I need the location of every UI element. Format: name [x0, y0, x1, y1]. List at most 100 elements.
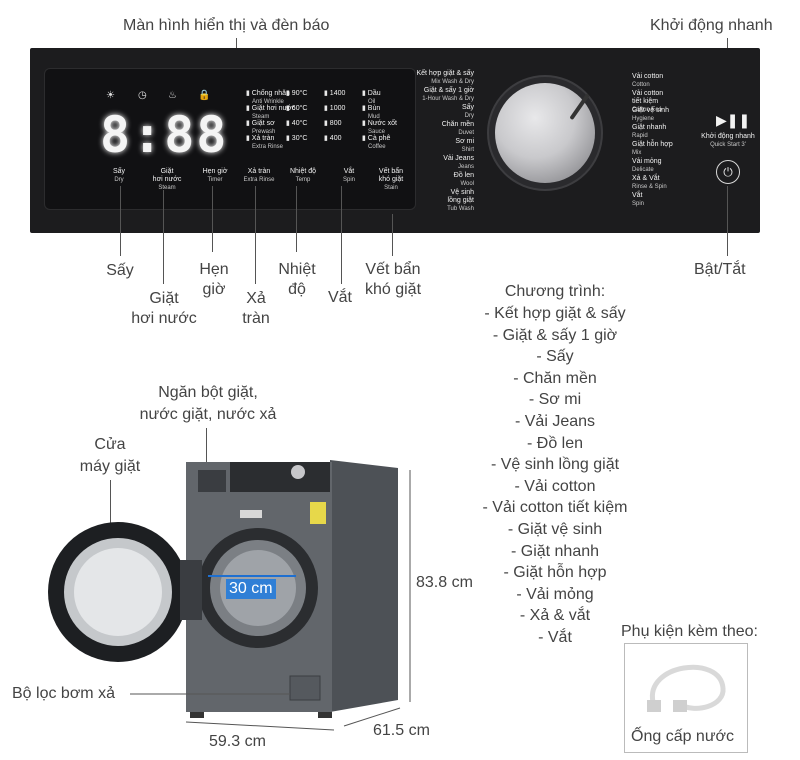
- button-label: Nhiệt độ: [289, 168, 317, 175]
- option-sublabel: Steam: [252, 114, 270, 120]
- option-label: Nước xốt: [367, 120, 397, 127]
- program-label: tiết kiệm: [632, 98, 659, 105]
- spin-item[interactable]: ▮ 1400: [324, 90, 345, 98]
- door-glass-inner: [74, 548, 162, 636]
- led-icon: ▮: [246, 120, 252, 127]
- door-hinge: [180, 560, 202, 620]
- program-list-item: - Đồ len: [526, 434, 584, 452]
- program-dial[interactable]: [495, 83, 595, 183]
- led-icon: ▮: [362, 120, 368, 127]
- spin-item[interactable]: ▮ 400: [324, 135, 341, 143]
- led-icon: ▮: [324, 105, 330, 112]
- program-label: Xả & Vắt: [632, 175, 660, 182]
- temp-item[interactable]: ▮ 30°C: [286, 135, 307, 143]
- panel-button[interactable]: Nhiệt độ Temp: [284, 168, 322, 184]
- option-sublabel: Anti Wrinkle: [252, 99, 284, 105]
- temp-item[interactable]: ▮ 40°C: [286, 120, 307, 128]
- energy-label: [310, 502, 326, 524]
- spin-item[interactable]: ▮ 1000: [324, 105, 345, 113]
- temp-item[interactable]: ▮ 60°C: [286, 105, 307, 113]
- program-sublabel: Dry: [464, 113, 474, 119]
- program-label: Kết hợp giặt & sấy: [416, 70, 474, 77]
- option-label: 60°C: [291, 105, 308, 112]
- width-dimension: 59.3 cm: [209, 733, 266, 750]
- option-sublabel: Extra Rinse: [252, 144, 284, 150]
- program-label: Vắt: [632, 192, 643, 199]
- washer-foot: [190, 712, 204, 718]
- washer-side: [330, 460, 398, 712]
- button-label: Vắt: [343, 168, 355, 175]
- program-sublabel: Cotton Eco: [632, 107, 662, 113]
- option-label: Xả tràn: [251, 135, 275, 142]
- button-sublabel: Temp: [295, 177, 311, 183]
- display-callout: Màn hình hiển thị và đèn báo: [123, 17, 330, 34]
- program-list-item: - Giặt vệ sinh: [507, 521, 603, 538]
- option-label: 400: [329, 135, 342, 142]
- program-list-item: - Vệ sinh lồng giặt: [490, 456, 620, 474]
- option-sublabel: Prewash: [252, 129, 276, 135]
- program-label: Giặt hỗn hợp: [632, 141, 673, 148]
- led-icon: ▮: [324, 90, 330, 97]
- spin-item[interactable]: ▮ 800: [324, 120, 341, 128]
- width-dimension-line: [185, 721, 335, 731]
- led-icon: ▮: [286, 135, 292, 142]
- washer-dial: [291, 465, 305, 479]
- button-label: Giặt: [160, 168, 174, 175]
- program-list-item: - Kết hợp giặt & sấy: [484, 305, 626, 322]
- power-button[interactable]: ⏻: [716, 160, 740, 184]
- hose-icon: [647, 664, 726, 712]
- detergent-drawer: [198, 470, 226, 492]
- button-label: Sấy: [112, 168, 126, 175]
- option-label: Chống nhăn: [251, 90, 290, 97]
- accessory-item: Ống cấp nước: [631, 728, 735, 745]
- program-label: Vải mỏng: [632, 158, 662, 165]
- steam-icon: ♨: [168, 90, 177, 101]
- button-sublabel: Dry: [114, 177, 124, 183]
- play-pause-icon[interactable]: ▶❚❚: [716, 112, 751, 128]
- led-icon: ▮: [362, 135, 368, 142]
- button-label: Vết bẩn: [378, 168, 404, 175]
- program-list-item: - Vải cotton tiết kiệm: [482, 499, 628, 517]
- program-list-item: - Giặt & sấy 1 giờ: [492, 326, 618, 344]
- program-sublabel: Tub Wash: [447, 206, 474, 212]
- temp-item[interactable]: ▮ 90°C: [286, 90, 307, 98]
- power-icon: ⏻: [723, 165, 733, 179]
- program-sublabel: Hygiene: [632, 116, 655, 122]
